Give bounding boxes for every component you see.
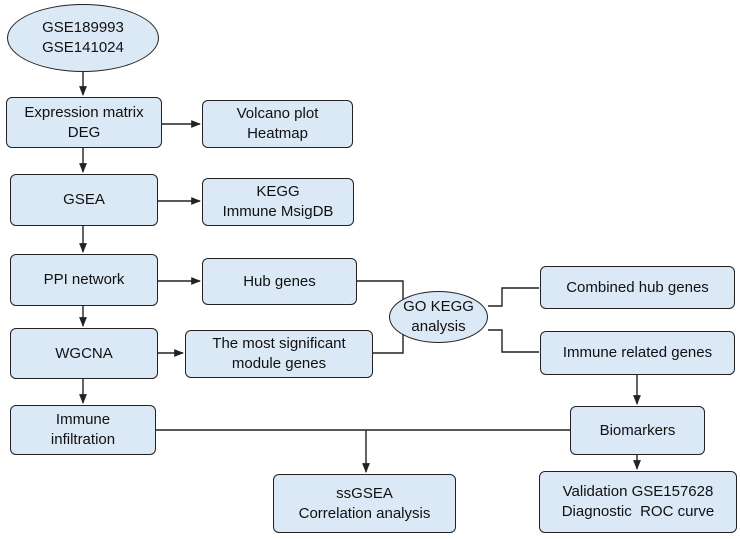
- node-label-line: GSE189993: [42, 19, 124, 36]
- go-kegg-node: GO KEGG analysis: [389, 291, 488, 343]
- node-label-line: The most significant: [212, 335, 346, 352]
- combined-hub-genes-node: Combined hub genes: [540, 266, 735, 309]
- hub-genes-node: Hub genes: [202, 258, 357, 305]
- node-label-line: Validation GSE157628: [562, 483, 714, 500]
- module-genes-node: The most significant module genes: [185, 330, 373, 378]
- edge-hub-to-gokegg: [357, 280, 404, 305]
- node-label-line: Volcano plot: [236, 105, 319, 122]
- node-label-line: Hub genes: [243, 272, 316, 290]
- kegg-immune-node: KEGG Immune MsigDB: [202, 178, 354, 226]
- node-label-line: Biomarkers: [599, 421, 676, 439]
- node-label-line: KEGG: [256, 183, 300, 200]
- node-label-line: Combined hub genes: [566, 278, 709, 296]
- edge-module-to-gokegg: [373, 334, 404, 354]
- ssgsea-node: ssGSEA Correlation analysis: [273, 474, 456, 533]
- gsea-node: GSEA: [10, 174, 158, 226]
- node-label-line: PPI network: [43, 271, 125, 288]
- node-label-line: Expression matrix: [24, 103, 144, 121]
- biomarkers-node: Biomarkers: [570, 406, 705, 455]
- node-label-line: GO KEGG: [403, 298, 474, 315]
- node-label-line: GSEA: [63, 191, 105, 208]
- node-label-line: Immune related genes: [562, 344, 713, 361]
- node-label-line: DEG: [67, 123, 101, 141]
- node-label-line: module genes: [231, 355, 327, 372]
- edge-gokegg-to-combined: [488, 287, 539, 307]
- node-label-line: WGCNA: [55, 344, 113, 362]
- node-label-line: Correlation analysis: [298, 504, 431, 522]
- node-label-line: ssGSEA: [336, 484, 393, 502]
- node-label-line: infiltration: [50, 431, 116, 448]
- immune-related-genes-node: Immune related genes: [540, 331, 735, 375]
- immune-infiltration-node: Immune infiltration: [10, 405, 156, 455]
- node-label-line: GSE141024: [42, 39, 124, 56]
- node-label-line: Heatmap: [247, 125, 308, 142]
- ppi-network-node: PPI network: [10, 254, 158, 306]
- node-label-line: Immune: [55, 411, 111, 428]
- node-label-line: Immune MsigDB: [222, 203, 334, 220]
- wgcna-node: WGCNA: [10, 328, 158, 379]
- node-label-line: Diagnostic ROC curve: [561, 503, 715, 520]
- edge-gokegg-to-immune-related: [488, 329, 539, 353]
- node-label-line: analysis: [411, 318, 466, 335]
